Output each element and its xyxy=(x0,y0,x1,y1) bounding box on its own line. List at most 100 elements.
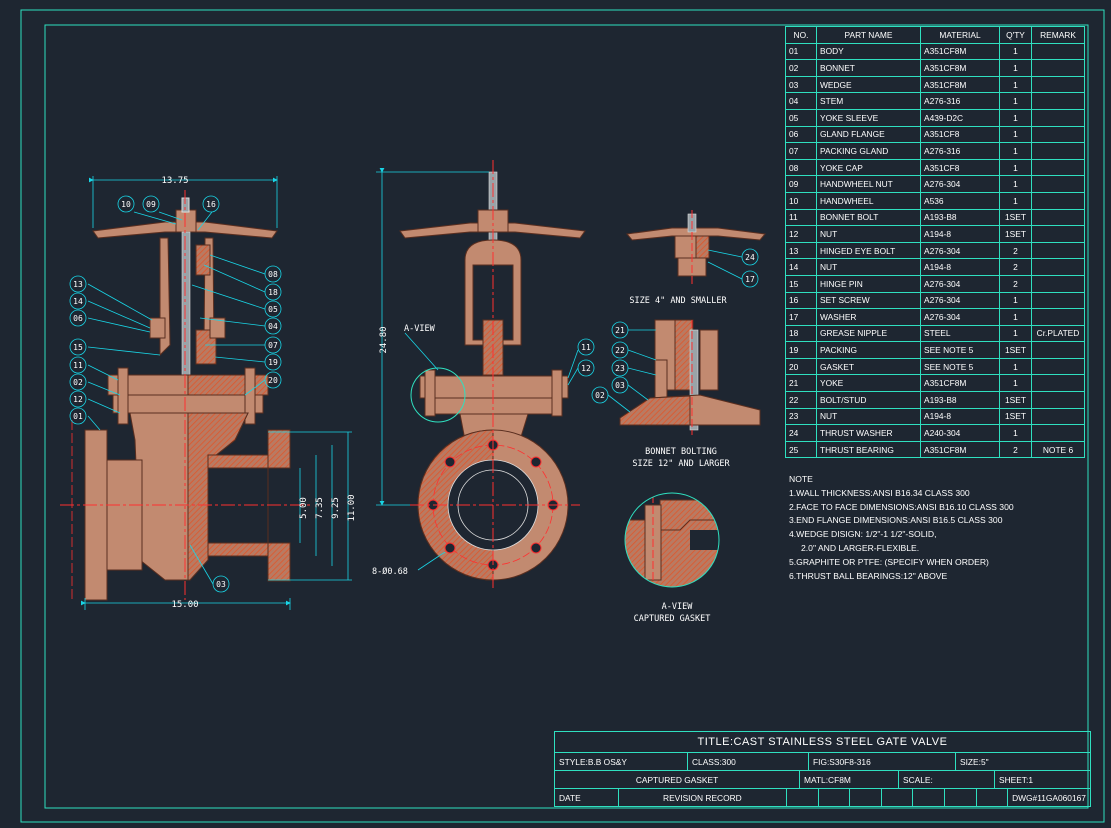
dim-11-00: 11.00 xyxy=(347,494,357,521)
notes: NOTE 1.WALL THICKNESS:ANSI B16.34 CLASS … xyxy=(789,473,1014,583)
bom-cell-remark xyxy=(1031,92,1085,110)
balloon-03: 03 xyxy=(216,580,226,589)
bom-cell-no: 08 xyxy=(785,158,817,177)
bom-cell-remark xyxy=(1031,357,1085,376)
bom-cell-qty: 1 xyxy=(999,75,1032,94)
bom-cell-material: A276-304 xyxy=(920,274,1000,293)
note-line: 2.FACE TO FACE DIMENSIONS:ANSI B16.10 CL… xyxy=(789,501,1014,512)
large-size-label: SIZE 12" AND LARGER xyxy=(632,459,730,469)
bom-cell-name: YOKE xyxy=(816,374,921,393)
balloon-06: 06 xyxy=(73,314,83,323)
balloon-detail-22: 22 xyxy=(615,346,625,355)
bom-cell-no: 07 xyxy=(785,142,817,160)
side-dimensions xyxy=(376,168,595,571)
bom-cell-remark xyxy=(1031,258,1085,276)
bom-cell-no: 25 xyxy=(785,440,817,459)
bom-cell-qty: 1SET xyxy=(999,208,1032,227)
bom-cell-remark xyxy=(1031,274,1085,293)
balloon-13: 13 xyxy=(73,280,83,289)
bom-cell-qty: 1SET xyxy=(999,407,1032,426)
bom-cell-name: HINGE PIN xyxy=(816,274,921,293)
bom-cell-no: 04 xyxy=(785,92,817,110)
bonnet-bolting-label: BONNET BOLTING xyxy=(645,447,717,457)
bom-cell-name: PACKING xyxy=(816,341,921,359)
balloon-detail-02: 02 xyxy=(595,391,605,400)
front-dimensions xyxy=(81,176,352,610)
a-view-label: A-VIEW xyxy=(404,324,436,334)
bom-cell-material: A351CF8 xyxy=(920,158,1000,177)
bom-cell-no: 01 xyxy=(785,42,817,61)
bom-header-no: NO. xyxy=(785,26,817,44)
subtitle-cell: CAPTURED GASKET xyxy=(635,774,719,785)
dwg-number-cell: DWG#11GA060167 xyxy=(1007,789,1090,806)
bom-cell-name: WASHER xyxy=(816,308,921,326)
bom-cell-qty: 1 xyxy=(999,374,1032,393)
fig-cell: FIG:S30F8-316 xyxy=(808,753,955,770)
bom-cell-qty: 1 xyxy=(999,92,1032,110)
bom-cell-material: A351CF8M xyxy=(920,374,1000,393)
bom-cell-qty: 2 xyxy=(999,258,1032,276)
bom-header: NO. PART NAME MATERIAL Q'TY REMARK xyxy=(785,26,1085,44)
bom-header-qty: Q'TY xyxy=(999,26,1032,44)
detail-bonnet-bolting xyxy=(619,319,761,435)
bom-cell-name: GLAND FLANGE xyxy=(816,125,921,144)
bom-cell-no: 16 xyxy=(785,291,817,310)
bom-cell-name: YOKE CAP xyxy=(816,158,921,177)
bom-cell-qty: 1 xyxy=(999,324,1032,343)
bom-cell-name: NUT xyxy=(816,407,921,426)
bom-cell-qty: 2 xyxy=(999,440,1032,459)
bom-cell-material: A351CF8M xyxy=(920,59,1000,77)
bom-cell-name: THRUST WASHER xyxy=(816,424,921,442)
bom-cell-name: HANDWHEEL xyxy=(816,191,921,210)
bom-cell-material: A351CF8M xyxy=(920,440,1000,459)
bom-cell-material: A193-B8 xyxy=(920,391,1000,409)
bom-cell-qty: 2 xyxy=(999,241,1032,260)
bom-cell-remark xyxy=(1031,407,1085,426)
balloon-16: 16 xyxy=(206,200,216,209)
bom-cell-no: 05 xyxy=(785,108,817,127)
balloon-15: 15 xyxy=(73,343,83,352)
bom-cell-remark: Cr.PLATED xyxy=(1031,324,1085,343)
bom-cell-name: STEM xyxy=(816,92,921,110)
captured-gasket-label: CAPTURED GASKET xyxy=(634,614,711,624)
bom-cell-name: GASKET xyxy=(816,357,921,376)
balloon-05: 05 xyxy=(268,305,278,314)
a-view-bottom-label: A-VIEW xyxy=(662,602,694,612)
bom-cell-no: 06 xyxy=(785,125,817,144)
bom-cell-qty: 1 xyxy=(999,42,1032,61)
bom-cell-material: A276-304 xyxy=(920,175,1000,193)
bom-cell-name: WEDGE xyxy=(816,75,921,94)
detail-small-size xyxy=(626,210,766,285)
note-line: 3.END FLANGE DIMENSIONS:ANSI B16.5 CLASS… xyxy=(789,515,1003,526)
balloon-11: 11 xyxy=(73,361,83,370)
small-size-label: SIZE 4" AND SMALLER xyxy=(629,296,727,306)
bom-cell-no: 10 xyxy=(785,191,817,210)
bom-cell-name: HANDWHEEL NUT xyxy=(816,175,921,193)
bom-cell-no: 19 xyxy=(785,341,817,359)
bom-cell-qty: 1 xyxy=(999,357,1032,376)
bolt-holes-label: 8-Ø0.68 xyxy=(372,566,408,577)
bom-cell-remark xyxy=(1031,142,1085,160)
bom-cell-name: THRUST BEARING xyxy=(816,440,921,459)
bom-cell-no: 09 xyxy=(785,175,817,193)
bom-cell-remark xyxy=(1031,59,1085,77)
balloon-detail-23: 23 xyxy=(615,364,625,373)
bom-cell-qty: 1 xyxy=(999,175,1032,193)
bom-cell-remark xyxy=(1031,191,1085,210)
balloon-08: 08 xyxy=(268,270,278,279)
bom-cell-name: BODY xyxy=(816,42,921,61)
